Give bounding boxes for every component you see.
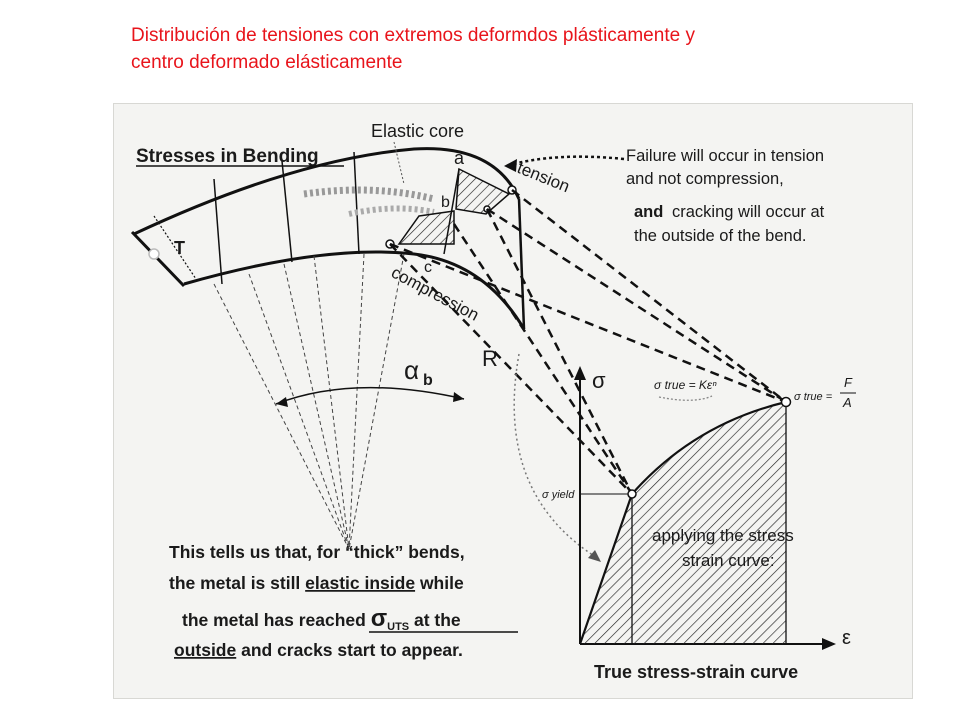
yield-point [627,489,637,499]
marker-left [148,248,160,260]
label-b: b [441,194,450,211]
f-numerator: F [844,375,853,390]
svg-text:cracking will occur at: cracking will occur at [672,203,825,221]
alpha-subscript: b [423,372,433,389]
label-a: a [454,148,465,168]
caption-line-2: centro deformado elásticamente [131,52,403,73]
label-T: T [174,238,185,258]
beam-right-end [517,198,526,330]
beam-section [130,147,526,330]
inner-edge [183,250,526,330]
epsilon-axis-symbol: ε [842,627,851,649]
flow-curve [580,402,786,644]
svg-text:Failure will occur in tension: Failure will occur in tension [626,147,824,165]
alpha-arc [275,386,465,405]
conclusion-line-1: This tells us that, for “thick” bends, [169,542,465,562]
elastic-core-label: Elastic core [371,121,464,141]
bending-stress-figure: T α b R Stresses in Bending Elastic core… [113,103,913,699]
failure-note: Failure will occur in tension and not co… [626,147,825,245]
tension-label: tension [515,158,573,196]
elastic-core-band [303,186,435,203]
svg-text:and not compression,: and not compression, [626,170,784,188]
stress-strain-graph: σ ε σ true = Kεⁿ σ true = F A σ yield ap… [542,366,856,682]
sigma-axis-symbol: σ [592,368,606,393]
svg-text:the metal is still elastic ins: the metal is still elastic inside while [169,573,464,593]
alpha-symbol: α [404,355,419,385]
slide-caption: Distribución de tensiones con extremos d… [131,22,891,76]
sigma-yield-label: σ yield [542,489,575,501]
compression-stress-region [397,210,455,245]
connector-lines [389,189,787,495]
caption-line-1: Distribución de tensiones con extremos d… [131,25,695,46]
svg-text:the outside of the bend.: the outside of the bend. [634,227,806,245]
sigma-true-fa: σ true = [794,391,833,403]
outer-edge [133,147,521,236]
uts-point [780,396,792,408]
tension-stress-region [455,167,511,215]
svg-text:and: and [634,203,663,221]
a-denominator: A [842,395,852,410]
curve-title: True stress-strain curve [594,662,798,682]
beam-left-end [130,230,186,288]
applying-line-1: applying the stress [652,526,794,545]
bending-diagram: T α b R Stresses in Bending Elastic core… [130,121,856,682]
label-R: R [482,346,498,371]
sigma-true-power-law: σ true = Kεⁿ [654,378,717,392]
radial-lines [213,253,405,550]
figure-title: Stresses in Bending [136,146,319,167]
conclusion-text: This tells us that, for “thick” bends, t… [169,542,518,660]
thickness-dimension: T [153,215,197,280]
label-c: c [424,259,432,276]
svg-text:the metal has reached σUTS at: the metal has reached σUTS at the [182,605,461,633]
svg-text:outside and cracks start to ap: outside and cracks start to appear. [174,640,463,660]
applying-line-2: strain curve: [682,551,775,570]
